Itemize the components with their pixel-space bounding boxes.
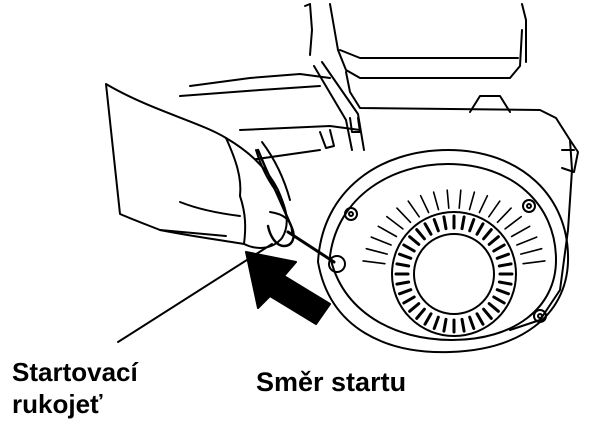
vent-slot <box>497 254 508 258</box>
cover-rib <box>363 261 385 264</box>
vent-slot <box>484 230 492 239</box>
vent-slot <box>400 254 411 258</box>
vent-slot <box>499 264 511 266</box>
cover-rib <box>470 192 475 210</box>
start-direction-label: Směr startu <box>256 366 406 398</box>
starter-handle-label-line2: rukojeť <box>12 388 138 420</box>
vent-slot <box>484 309 492 318</box>
pull-rope <box>288 232 334 262</box>
vent-slot <box>489 304 498 312</box>
cover-rib <box>498 208 512 222</box>
vent-slot <box>444 217 446 229</box>
vent-slot <box>489 237 498 245</box>
recoil-starter-icon <box>318 150 568 352</box>
vent-slot <box>499 282 511 284</box>
vent-slot <box>417 230 425 239</box>
cover-rib <box>434 192 439 210</box>
vent-slot <box>410 237 419 245</box>
vent-slot <box>497 290 508 294</box>
vent-slot <box>444 319 446 331</box>
vent-slot <box>417 309 425 318</box>
cover-rib <box>408 201 419 217</box>
vent-slot <box>477 314 483 324</box>
starter-handle-label-line1: Startovací <box>12 356 138 388</box>
cover-rib <box>371 237 391 245</box>
cover-rib <box>459 190 461 208</box>
starter-handle-label: Startovací rukojeť <box>12 356 138 420</box>
vent-slot <box>470 317 474 328</box>
cover-rib <box>378 226 396 236</box>
vent-slot <box>425 314 431 324</box>
cover-rib <box>387 217 403 229</box>
cover-rib <box>397 208 411 222</box>
vent-slot <box>404 245 414 251</box>
vent-slot <box>494 245 504 251</box>
cover-rib <box>512 226 530 236</box>
vent-slot <box>397 264 409 266</box>
vent-slot <box>477 224 483 234</box>
cover-rib <box>521 249 542 254</box>
cover-rib <box>489 201 500 217</box>
cover-rib <box>421 196 429 213</box>
cover-rib <box>479 196 487 213</box>
vent-slot <box>462 217 464 229</box>
vent-slot <box>425 224 431 234</box>
vent-slot <box>434 220 438 231</box>
vent-slot <box>470 220 474 231</box>
vent-slot <box>400 290 411 294</box>
cover-rib <box>523 261 545 264</box>
vent-slot <box>410 304 419 312</box>
vent-slot <box>494 297 504 303</box>
cover-rib <box>366 249 387 254</box>
vent-slot <box>397 282 409 284</box>
cover-rib <box>505 217 521 229</box>
cover-rib <box>517 237 537 245</box>
cover-rib <box>447 190 449 208</box>
vent-slot <box>462 319 464 331</box>
vent-slot <box>404 297 414 303</box>
vent-slot <box>434 317 438 328</box>
